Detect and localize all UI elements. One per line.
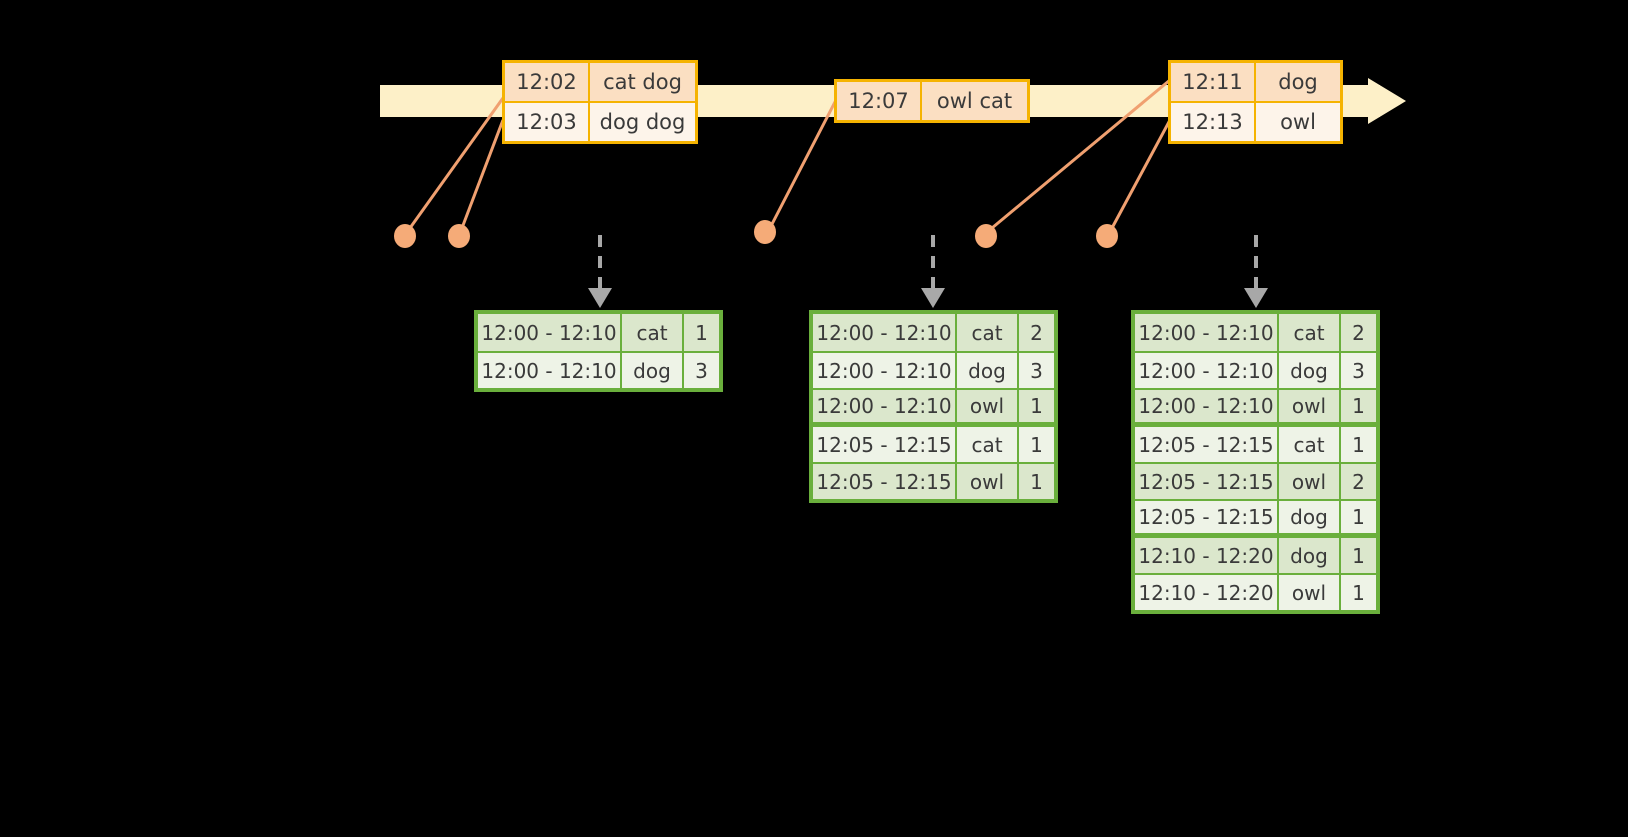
window-cell: 12:05 - 12:15 bbox=[1135, 501, 1279, 533]
event-box-1[interactable]: 12:02 cat dog 12:03 dog dog bbox=[502, 60, 698, 144]
window-cell: 12:00 - 12:10 bbox=[1135, 390, 1279, 422]
dashed-arrow-1 bbox=[588, 235, 612, 308]
word-cell: dog bbox=[957, 353, 1019, 388]
word-cell: cat bbox=[622, 314, 684, 351]
table-row: 12:00 - 12:10 cat 2 bbox=[813, 314, 1054, 351]
table-row: 12:10 - 12:20 dog 1 bbox=[1135, 536, 1376, 573]
table-row: 12:00 - 12:10 dog 3 bbox=[478, 351, 719, 388]
word-cell: owl bbox=[1279, 464, 1341, 499]
window-cell: 12:00 - 12:10 bbox=[478, 314, 622, 351]
trigger-dot-1 bbox=[394, 224, 416, 248]
window-cell: 12:10 - 12:20 bbox=[1135, 538, 1279, 573]
event-time: 12:07 bbox=[837, 82, 922, 120]
count-cell: 2 bbox=[1341, 464, 1376, 499]
event-words: owl bbox=[1256, 103, 1340, 141]
count-cell: 1 bbox=[684, 314, 719, 351]
table-row: 12:00 - 12:10 dog 3 bbox=[1135, 351, 1376, 388]
word-cell: owl bbox=[1279, 575, 1341, 610]
event-row: 12:03 dog dog bbox=[505, 101, 695, 141]
event-words: owl cat bbox=[922, 82, 1027, 120]
connector-line-2 bbox=[460, 119, 505, 229]
count-cell: 1 bbox=[1341, 501, 1376, 533]
count-cell: 1 bbox=[1019, 427, 1054, 462]
table-row: 12:05 - 12:15 cat 1 bbox=[813, 425, 1054, 462]
trigger-dot-5 bbox=[1096, 224, 1118, 248]
dashed-arrow-2 bbox=[921, 235, 945, 308]
table-row: 12:10 - 12:20 owl 1 bbox=[1135, 573, 1376, 610]
window-cell: 12:05 - 12:15 bbox=[813, 427, 957, 462]
count-cell: 2 bbox=[1341, 314, 1376, 351]
word-cell: owl bbox=[1279, 390, 1341, 422]
table-row: 12:00 - 12:10 dog 3 bbox=[813, 351, 1054, 388]
event-row: 12:02 cat dog bbox=[505, 63, 695, 101]
event-box-2[interactable]: 12:07 owl cat bbox=[834, 79, 1030, 123]
count-cell: 3 bbox=[1019, 353, 1054, 388]
table-row: 12:05 - 12:15 owl 1 bbox=[813, 462, 1054, 499]
count-cell: 1 bbox=[1341, 427, 1376, 462]
word-cell: owl bbox=[957, 390, 1019, 422]
count-cell: 1 bbox=[1341, 390, 1376, 422]
word-cell: cat bbox=[957, 427, 1019, 462]
event-time: 12:11 bbox=[1171, 63, 1256, 101]
connector-line-3 bbox=[768, 99, 838, 229]
table-row: 12:00 - 12:10 owl 1 bbox=[813, 388, 1054, 425]
count-cell: 3 bbox=[1341, 353, 1376, 388]
event-box-3[interactable]: 12:11 dog 12:13 owl bbox=[1168, 60, 1343, 144]
window-cell: 12:00 - 12:10 bbox=[478, 353, 622, 388]
count-cell: 1 bbox=[1341, 575, 1376, 610]
event-row: 12:07 owl cat bbox=[837, 82, 1027, 120]
word-cell: dog bbox=[622, 353, 684, 388]
word-cell: cat bbox=[957, 314, 1019, 351]
window-cell: 12:00 - 12:10 bbox=[1135, 314, 1279, 351]
word-cell: dog bbox=[1279, 353, 1341, 388]
table-row: 12:00 - 12:10 cat 1 bbox=[478, 314, 719, 351]
window-cell: 12:05 - 12:15 bbox=[1135, 427, 1279, 462]
dashed-arrow-3 bbox=[1244, 235, 1268, 308]
window-cell: 12:05 - 12:15 bbox=[813, 464, 957, 499]
count-cell: 1 bbox=[1341, 538, 1376, 573]
table-row: 12:05 - 12:15 cat 1 bbox=[1135, 425, 1376, 462]
table-row: 12:00 - 12:10 owl 1 bbox=[1135, 388, 1376, 425]
word-cell: dog bbox=[1279, 538, 1341, 573]
table-row: 12:05 - 12:15 owl 2 bbox=[1135, 462, 1376, 499]
event-words: dog dog bbox=[590, 103, 695, 141]
result-table-after-third-events[interactable]: 12:00 - 12:10 cat 2 12:00 - 12:10 dog 3 … bbox=[1131, 310, 1380, 614]
count-cell: 3 bbox=[684, 353, 719, 388]
event-time: 12:13 bbox=[1171, 103, 1256, 141]
event-row: 12:11 dog bbox=[1171, 63, 1340, 101]
table-row: 12:00 - 12:10 cat 2 bbox=[1135, 314, 1376, 351]
trigger-dot-3 bbox=[754, 220, 776, 244]
event-words: cat dog bbox=[590, 63, 695, 101]
event-time: 12:02 bbox=[505, 63, 590, 101]
table-row: 12:05 - 12:15 dog 1 bbox=[1135, 499, 1376, 536]
window-cell: 12:00 - 12:10 bbox=[813, 314, 957, 351]
event-row: 12:13 owl bbox=[1171, 101, 1340, 141]
word-cell: cat bbox=[1279, 427, 1341, 462]
timeline-arrowhead-icon bbox=[1368, 78, 1406, 124]
trigger-dot-2 bbox=[448, 224, 470, 248]
connector-line-5 bbox=[1110, 119, 1172, 229]
word-cell: dog bbox=[1279, 501, 1341, 533]
window-cell: 12:00 - 12:10 bbox=[813, 390, 957, 422]
result-table-after-first-events[interactable]: 12:00 - 12:10 cat 1 12:00 - 12:10 dog 3 bbox=[474, 310, 723, 392]
result-table-after-second-event[interactable]: 12:00 - 12:10 cat 2 12:00 - 12:10 dog 3 … bbox=[809, 310, 1058, 503]
word-cell: cat bbox=[1279, 314, 1341, 351]
count-cell: 1 bbox=[1019, 464, 1054, 499]
event-words: dog bbox=[1256, 63, 1340, 101]
event-time: 12:03 bbox=[505, 103, 590, 141]
connector-line-1 bbox=[408, 97, 505, 229]
count-cell: 2 bbox=[1019, 314, 1054, 351]
window-cell: 12:10 - 12:20 bbox=[1135, 575, 1279, 610]
window-cell: 12:00 - 12:10 bbox=[1135, 353, 1279, 388]
word-cell: owl bbox=[957, 464, 1019, 499]
count-cell: 1 bbox=[1019, 390, 1054, 422]
window-cell: 12:00 - 12:10 bbox=[813, 353, 957, 388]
window-cell: 12:05 - 12:15 bbox=[1135, 464, 1279, 499]
trigger-dot-4 bbox=[975, 224, 997, 248]
